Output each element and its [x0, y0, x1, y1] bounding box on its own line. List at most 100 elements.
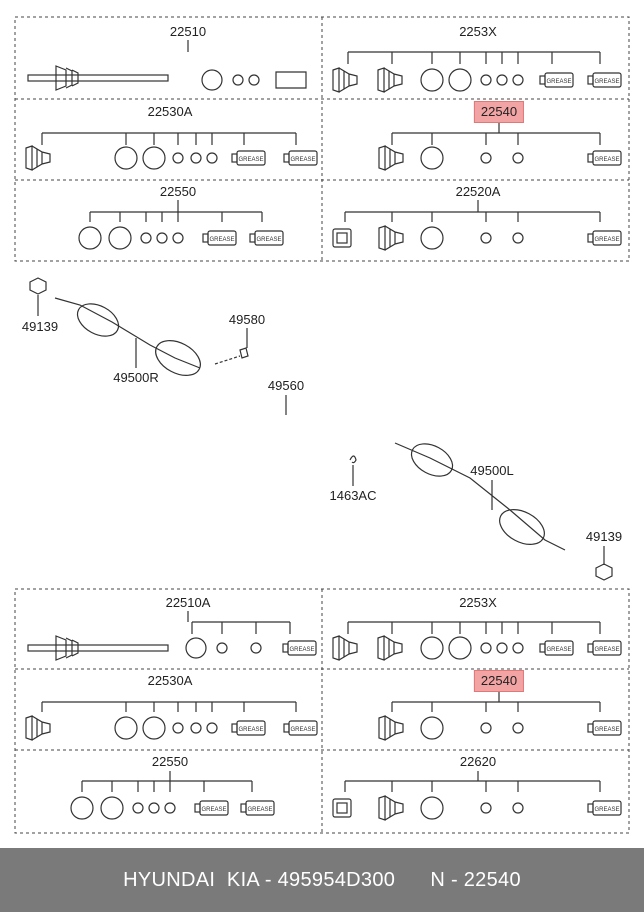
- hex-nut-right: [29, 277, 47, 295]
- ring-small-a: [172, 152, 184, 164]
- highlighted-part-22540: 22540: [473, 101, 525, 123]
- ring-22520a: [512, 232, 524, 244]
- ring-22550-b: [156, 232, 168, 244]
- grease-tube-2-text: GREASE: [594, 79, 619, 85]
- part-label-22510: 22510: [169, 24, 207, 39]
- ring-small-b: [190, 152, 202, 164]
- grease-tube-22620-text: GREASE: [594, 807, 619, 813]
- seal-ring-small-22510a: [216, 642, 228, 654]
- part-label-22520a: 22520A: [455, 184, 501, 199]
- grease-tube-6-text: GREASE: [594, 647, 619, 653]
- ring-22550-2c: [164, 802, 176, 814]
- grease-tube-4-cap: [283, 153, 290, 163]
- circlip-22540-2: [480, 722, 492, 734]
- ring-22540: [512, 152, 524, 164]
- boot-22520a: [378, 225, 404, 251]
- part-label-22550-lower: 22550: [151, 754, 189, 769]
- grease-tube-22540-text: GREASE: [594, 157, 619, 163]
- grease-tube-22550-text: GREASE: [209, 237, 234, 243]
- parts-diagram: GREASE GREASE GREASE GREASE GREASE GREASE GREA…: [14, 16, 630, 834]
- circlip-22540: [480, 152, 492, 164]
- ring-22510a: [250, 642, 262, 654]
- seal-ring-small: [232, 74, 244, 86]
- grease-tube-22540-2-cap: [587, 723, 594, 733]
- part-label-22620: 22620: [459, 754, 497, 769]
- grease-tube-22510a-cap: [282, 643, 289, 653]
- boot-left-inner: [410, 443, 454, 477]
- shaft-assembly-22510: [27, 74, 169, 82]
- boot-kit-outer-2: [25, 715, 51, 741]
- circlip-2b: [496, 642, 508, 654]
- band-2a: [114, 716, 138, 740]
- callout-49139-left: 49139: [585, 529, 623, 544]
- grease-tube-22550-b-cap: [249, 233, 256, 243]
- housing-22620: [332, 798, 352, 818]
- callout-49580: 49580: [228, 312, 266, 327]
- callout-1463ac: 1463AC: [329, 488, 377, 503]
- part-label-22550: 22550: [159, 184, 197, 199]
- highlighted-part-22540-lower: 22540: [473, 670, 525, 692]
- grease-tube-22620-cap: [587, 803, 594, 813]
- grease-tube-5-cap: [539, 643, 546, 653]
- grease-tube-22550-2-cap: [194, 803, 201, 813]
- ring-2a: [172, 722, 184, 734]
- clamp-ring-large-2: [448, 68, 472, 92]
- grease-tube-8-cap: [283, 723, 290, 733]
- ring-22540-2: [512, 722, 524, 734]
- grease-tube-7-cap: [231, 723, 238, 733]
- shaft-assembly-22510-joint: [55, 65, 79, 91]
- ring-22550-c: [172, 232, 184, 244]
- footer-bar: HYUNDAI KIA - 495954D300 N - 22540: [0, 848, 644, 912]
- boot-right-inner: [155, 340, 201, 376]
- band-22550-b: [108, 226, 132, 250]
- footer-spacer: [395, 869, 430, 891]
- boot-22540: [378, 145, 404, 171]
- boot-joint-inner-2: [377, 635, 403, 661]
- part-label-2253x-lower: 2253X: [459, 595, 497, 610]
- part-label-22540: 22540: [480, 104, 518, 119]
- grease-tube-22550-b-text: GREASE: [256, 237, 281, 243]
- footer-brand-part: HYUNDAI KIA - 495954D300: [123, 869, 396, 891]
- seal-ring-22510a: [185, 637, 207, 659]
- grease-tube-22550-3-cap: [240, 803, 247, 813]
- boot-joint-outer-2: [332, 635, 358, 661]
- seal-ring-large: [201, 69, 223, 91]
- circlip-2: [496, 74, 508, 86]
- grease-tube-8-text: GREASE: [290, 727, 315, 733]
- boot-22620: [378, 795, 404, 821]
- part-label-22510a: 22510A: [165, 595, 211, 610]
- band-22540-2: [420, 716, 444, 740]
- ring-22550-2a: [132, 802, 144, 814]
- part-label-22540-lower: 22540: [480, 673, 518, 688]
- grease-tube-22550-2-text: GREASE: [201, 807, 226, 813]
- grease-tube-22510a-text: GREASE: [289, 647, 314, 653]
- grease-tube-5-text: GREASE: [546, 647, 571, 653]
- band-large: [114, 146, 138, 170]
- hex-nut-left: [595, 563, 613, 581]
- ring-22550-2b: [148, 802, 160, 814]
- band-large-2: [142, 146, 166, 170]
- grease-tube-3-text: GREASE: [238, 157, 263, 163]
- drive-shaft-left: [394, 442, 566, 551]
- clip-1463ac: [349, 455, 357, 464]
- band-22550-2a: [70, 796, 94, 820]
- label-plate: [275, 71, 307, 89]
- bolt-49580: [239, 347, 249, 359]
- band-22550-2b: [100, 796, 124, 820]
- ring-2b: [190, 722, 202, 734]
- shaft-assembly-22510a: [27, 644, 169, 652]
- band-22550-a: [78, 226, 102, 250]
- shaft-assembly-22510a-joint: [55, 635, 79, 661]
- boot-left-outer: [499, 509, 545, 545]
- boot-joint-inner: [377, 67, 403, 93]
- seal-ring-small-2: [248, 74, 260, 86]
- circlip-22520a: [480, 232, 492, 244]
- boot-joint-outer: [332, 67, 358, 93]
- grease-tube-1-text: GREASE: [546, 79, 571, 85]
- circlip-1: [480, 74, 492, 86]
- clamp-ring-2a: [420, 636, 444, 660]
- grease-tube-3-cap: [231, 153, 238, 163]
- grease-tube-22520a-cap: [587, 233, 594, 243]
- grease-tube-22520a-text: GREASE: [594, 237, 619, 243]
- housing-22520a-inner: [336, 232, 348, 244]
